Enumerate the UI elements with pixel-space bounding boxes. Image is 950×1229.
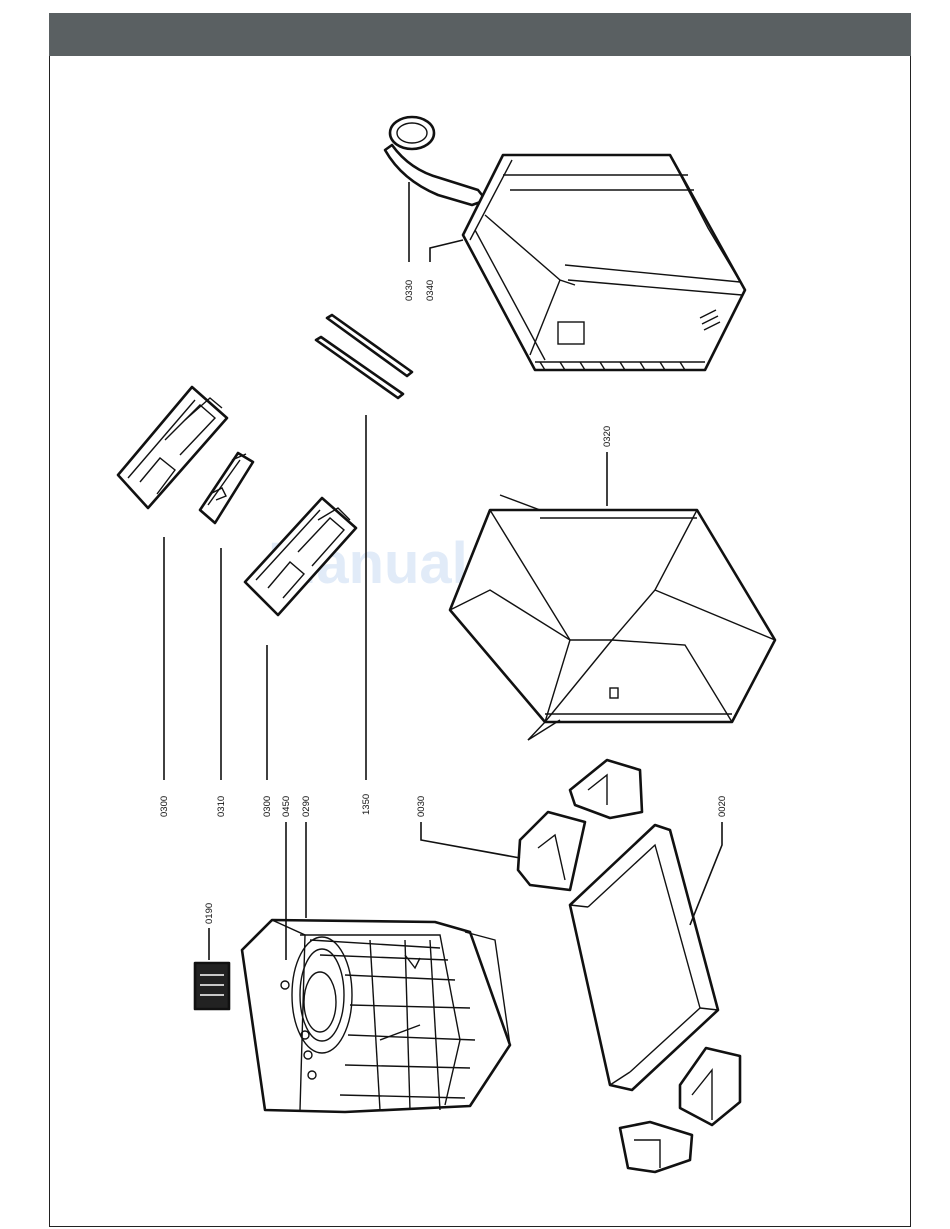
callout-1350: 1350 <box>361 794 372 815</box>
callout-0290: 0290 <box>301 796 312 817</box>
bracket-part <box>200 453 253 523</box>
corner-block-bottom-left-part <box>620 1122 692 1172</box>
callout-0340: 0340 <box>425 280 436 301</box>
carton-box-part <box>450 495 775 740</box>
callout-0310: 0310 <box>216 796 227 817</box>
callout-0300-mid: 0300 <box>262 796 273 817</box>
controller-part <box>195 963 229 1009</box>
rods-part <box>316 315 412 398</box>
main-unit-part <box>242 920 510 1112</box>
callout-0190: 0190 <box>204 903 215 924</box>
base-frame-part <box>570 825 718 1090</box>
callout-0320: 0320 <box>602 426 613 447</box>
callout-0030: 0030 <box>416 796 427 817</box>
callout-0450: 0450 <box>281 796 292 817</box>
callout-0020: 0020 <box>717 796 728 817</box>
corner-block-upper-part <box>570 760 642 818</box>
corner-block-bottom-right-part <box>680 1048 740 1125</box>
strap-coil-part <box>385 117 486 205</box>
callout-0330: 0330 <box>404 280 415 301</box>
packed-unit-part <box>463 155 745 370</box>
callout-0300-top: 0300 <box>159 796 170 817</box>
foam-insert-top-part <box>118 387 227 508</box>
corner-block-lower-part <box>518 812 585 890</box>
